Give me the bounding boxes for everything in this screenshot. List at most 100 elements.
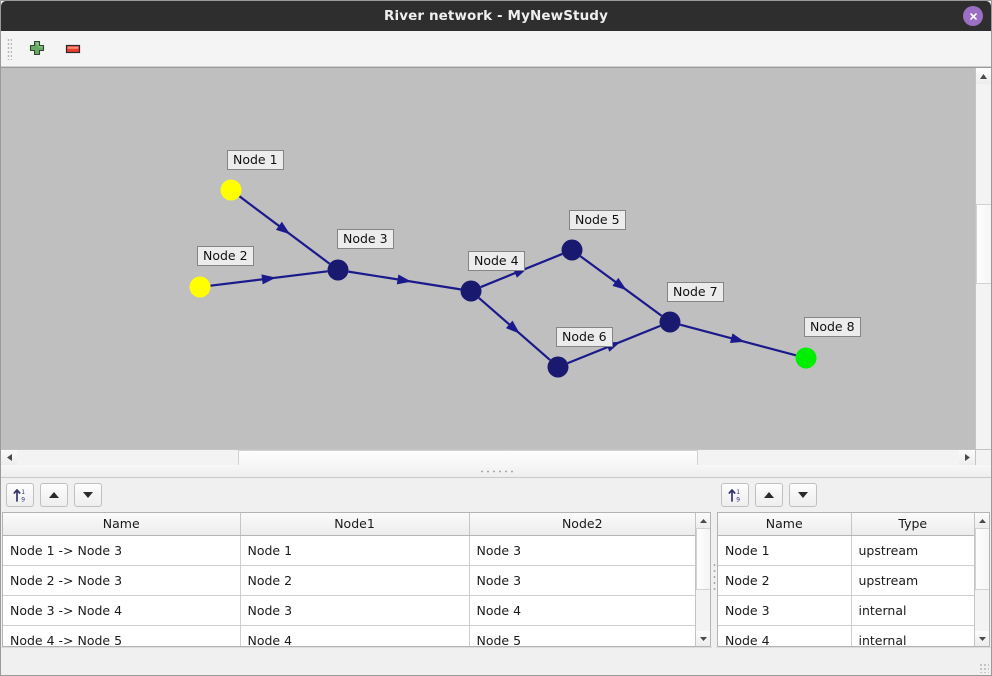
horizontal-splitter[interactable]	[1, 465, 991, 478]
column-header[interactable]: Type	[851, 513, 974, 536]
nodes-vscroll-track[interactable]	[975, 528, 989, 631]
close-icon[interactable]	[963, 6, 983, 26]
graph-node[interactable]	[795, 347, 817, 369]
graph-node[interactable]	[189, 276, 211, 298]
reaches-scroll-up-arrow-icon[interactable]	[696, 513, 710, 528]
table-cell[interactable]: Node 3	[469, 535, 695, 566]
vertical-splitter[interactable]	[712, 478, 716, 675]
table-cell[interactable]: Node 3	[469, 565, 695, 596]
reaches-scroll-down-arrow-icon[interactable]	[696, 631, 710, 646]
table-cell[interactable]: Node 2	[718, 565, 852, 596]
move-down-icon[interactable]	[74, 483, 102, 507]
svg-text:9: 9	[21, 496, 25, 503]
splitter-grip-icon	[479, 469, 513, 473]
nodes-vertical-scrollbar[interactable]	[974, 513, 989, 646]
canvas-hscroll-track[interactable]	[17, 450, 959, 465]
column-header[interactable]: Node1	[240, 513, 470, 536]
sort-ascending-icon[interactable]: 1 9	[721, 483, 749, 507]
canvas-vscroll-track[interactable]	[976, 84, 991, 449]
graph-node[interactable]	[547, 356, 569, 378]
table-cell[interactable]: Node 3	[718, 595, 852, 626]
edge-arrow-icon	[275, 221, 291, 235]
table-cell[interactable]: upstream	[851, 565, 974, 596]
graph-node[interactable]	[561, 239, 583, 261]
sort-ascending-icon[interactable]: 1 9	[6, 483, 34, 507]
graph-node[interactable]	[220, 179, 242, 201]
node-label[interactable]: Node 5	[569, 210, 626, 230]
title-bar: River network - MyNewStudy	[1, 1, 991, 31]
node-label[interactable]: Node 2	[197, 246, 254, 266]
canvas-horizontal-scrollbar[interactable]	[1, 449, 975, 465]
table-cell[interactable]: Node 1 -> Node 3	[3, 535, 241, 566]
nodes-toolbar: 1 9	[716, 478, 991, 512]
window-resize-grip-icon[interactable]	[979, 663, 989, 673]
move-down-icon[interactable]	[789, 483, 817, 507]
table-cell[interactable]: Node 1	[240, 535, 470, 566]
column-header[interactable]: Name	[3, 513, 241, 536]
add-plus-icon[interactable]	[24, 36, 50, 62]
node-label[interactable]: Node 7	[667, 282, 724, 302]
node-label[interactable]: Node 3	[337, 229, 394, 249]
reaches-vscroll-track[interactable]	[696, 528, 710, 631]
edge-arrow-icon	[396, 274, 412, 285]
nodes-scroll-down-arrow-icon[interactable]	[975, 631, 989, 646]
table-cell[interactable]: Node 2	[240, 565, 470, 596]
toolbar-drag-handle[interactable]	[7, 37, 12, 60]
vertical-splitter-grip-icon	[712, 561, 716, 592]
table-cell[interactable]: Node 4	[469, 595, 695, 626]
move-up-icon[interactable]	[40, 483, 68, 507]
column-header[interactable]: Name	[718, 513, 852, 536]
svg-text:9: 9	[736, 496, 740, 503]
canvas-hscroll-thumb[interactable]	[238, 450, 698, 465]
table-cell[interactable]: Node 3	[240, 595, 470, 626]
nodes-scroll-up-arrow-icon[interactable]	[975, 513, 989, 528]
table-cell[interactable]: Node 4	[718, 625, 852, 646]
window-title: River network - MyNewStudy	[384, 8, 608, 24]
table-cell[interactable]: Node 1	[718, 535, 852, 566]
table-cell[interactable]: internal	[851, 625, 974, 646]
scroll-up-arrow-icon[interactable]	[976, 68, 991, 84]
canvas-vscroll-thumb[interactable]	[976, 204, 991, 284]
table-cell[interactable]: Node 4	[240, 625, 470, 646]
column-header[interactable]: Node2	[469, 513, 695, 536]
table-cell[interactable]: Node 2 -> Node 3	[3, 565, 241, 596]
delete-icon[interactable]	[60, 36, 86, 62]
node-label[interactable]: Node 4	[468, 251, 525, 271]
node-label[interactable]: Node 8	[804, 317, 861, 337]
scroll-right-arrow-icon[interactable]	[959, 450, 975, 465]
graph-node[interactable]	[659, 311, 681, 333]
scroll-left-arrow-icon[interactable]	[1, 450, 17, 465]
graph-node[interactable]	[327, 259, 349, 281]
table-cell[interactable]: Node 3 -> Node 4	[3, 595, 241, 626]
node-label[interactable]: Node 1	[227, 150, 284, 170]
node-label[interactable]: Node 6	[556, 327, 613, 347]
reaches-vertical-scrollbar[interactable]	[695, 513, 710, 646]
edge-arrow-icon	[261, 274, 276, 285]
edge-layer	[210, 195, 797, 365]
network-canvas[interactable]: Node 1 Node 2 Node 3 Node 4 Node 5 Node 6 Node…	[1, 67, 991, 465]
reaches-vscroll-thumb[interactable]	[696, 528, 710, 590]
table-cell[interactable]: Node 4 -> Node 5	[3, 625, 241, 646]
table-cell[interactable]: internal	[851, 595, 974, 626]
graph-node[interactable]	[460, 280, 482, 302]
table-cell[interactable]: Node 5	[469, 625, 695, 646]
nodes-vscroll-thumb[interactable]	[975, 528, 989, 590]
table-cell[interactable]: upstream	[851, 535, 974, 566]
canvas-vertical-scrollbar[interactable]	[975, 68, 991, 465]
move-up-icon[interactable]	[755, 483, 783, 507]
